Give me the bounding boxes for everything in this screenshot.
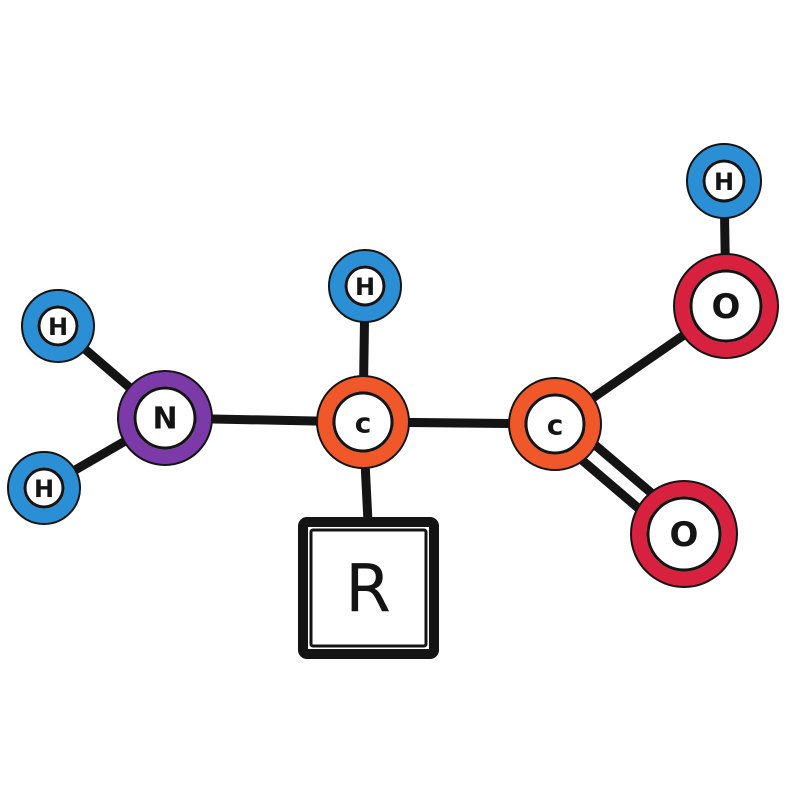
side-chain-label: R	[345, 551, 391, 628]
atom-ring-n	[118, 371, 212, 465]
atom-ring-o-hydroxyl	[674, 254, 778, 358]
atom-o-carbonyl: O	[630, 480, 738, 588]
atom-ring-h-n-top	[22, 290, 94, 362]
side-chain-box-inner	[309, 528, 428, 648]
atom-ring-h-alpha	[329, 250, 401, 322]
atom-ring-inner-n	[133, 386, 197, 450]
side-chain-group: R	[298, 517, 439, 659]
atom-ring-outline-o-carbonyl	[630, 480, 738, 588]
atom-ring-h-hydroxyl	[687, 144, 761, 218]
atom-ring-outline-c-alpha	[316, 375, 410, 469]
atom-label-h-n-top: H	[48, 313, 68, 341]
atom-h-n-top: H	[21, 289, 95, 363]
side-chain-box	[298, 517, 439, 659]
atom-ring-outline-h-n-top	[21, 289, 95, 363]
atom-n: N	[117, 370, 213, 466]
atom-label-n: N	[152, 402, 177, 437]
atom-label-c-alpha: c	[355, 407, 372, 440]
atom-ring-c-alpha	[317, 376, 409, 468]
atom-label-o-hydroxyl: O	[712, 287, 741, 327]
atom-ring-inner-h-n-top	[37, 305, 79, 347]
atom-ring-outline-h-n-bottom	[7, 451, 81, 525]
atom-ring-o-carbonyl	[631, 481, 737, 587]
atom-label-c-carboxyl: c	[547, 409, 564, 442]
atom-ring-outline-h-alpha	[328, 249, 402, 323]
atom-ring-outline-n	[117, 370, 213, 466]
atom-h-hydroxyl: H	[686, 143, 762, 219]
atom-ring-c-carboxyl	[509, 378, 601, 470]
atom-h-alpha: H	[328, 249, 402, 323]
atom-c-carboxyl: c	[508, 377, 602, 471]
atom-ring-outline-c-carboxyl	[508, 377, 602, 471]
atom-ring-inner-o-hydroxyl	[689, 269, 763, 343]
atom-ring-inner-c-carboxyl	[524, 393, 586, 455]
atom-ring-inner-c-alpha	[332, 391, 394, 453]
atom-ring-inner-h-hydroxyl	[702, 159, 746, 203]
atom-ring-outline-o-hydroxyl	[673, 253, 779, 359]
atom-label-h-hydroxyl: H	[714, 168, 734, 196]
atom-ring-inner-h-n-bottom	[23, 467, 65, 509]
atom-h-n-bottom: H	[7, 451, 81, 525]
bonds-layer	[39, 176, 731, 547]
atom-label-h-alpha: H	[355, 273, 375, 301]
atom-label-h-n-bottom: H	[34, 475, 54, 503]
atom-ring-inner-o-carbonyl	[646, 496, 722, 572]
atom-ring-outline-h-hydroxyl	[686, 143, 762, 219]
atom-label-o-carbonyl: O	[670, 515, 699, 555]
atom-ring-h-n-bottom	[8, 452, 80, 524]
atom-ring-inner-h-alpha	[344, 265, 386, 307]
atom-o-hydroxyl: O	[673, 253, 779, 359]
atom-c-alpha: c	[316, 375, 410, 469]
